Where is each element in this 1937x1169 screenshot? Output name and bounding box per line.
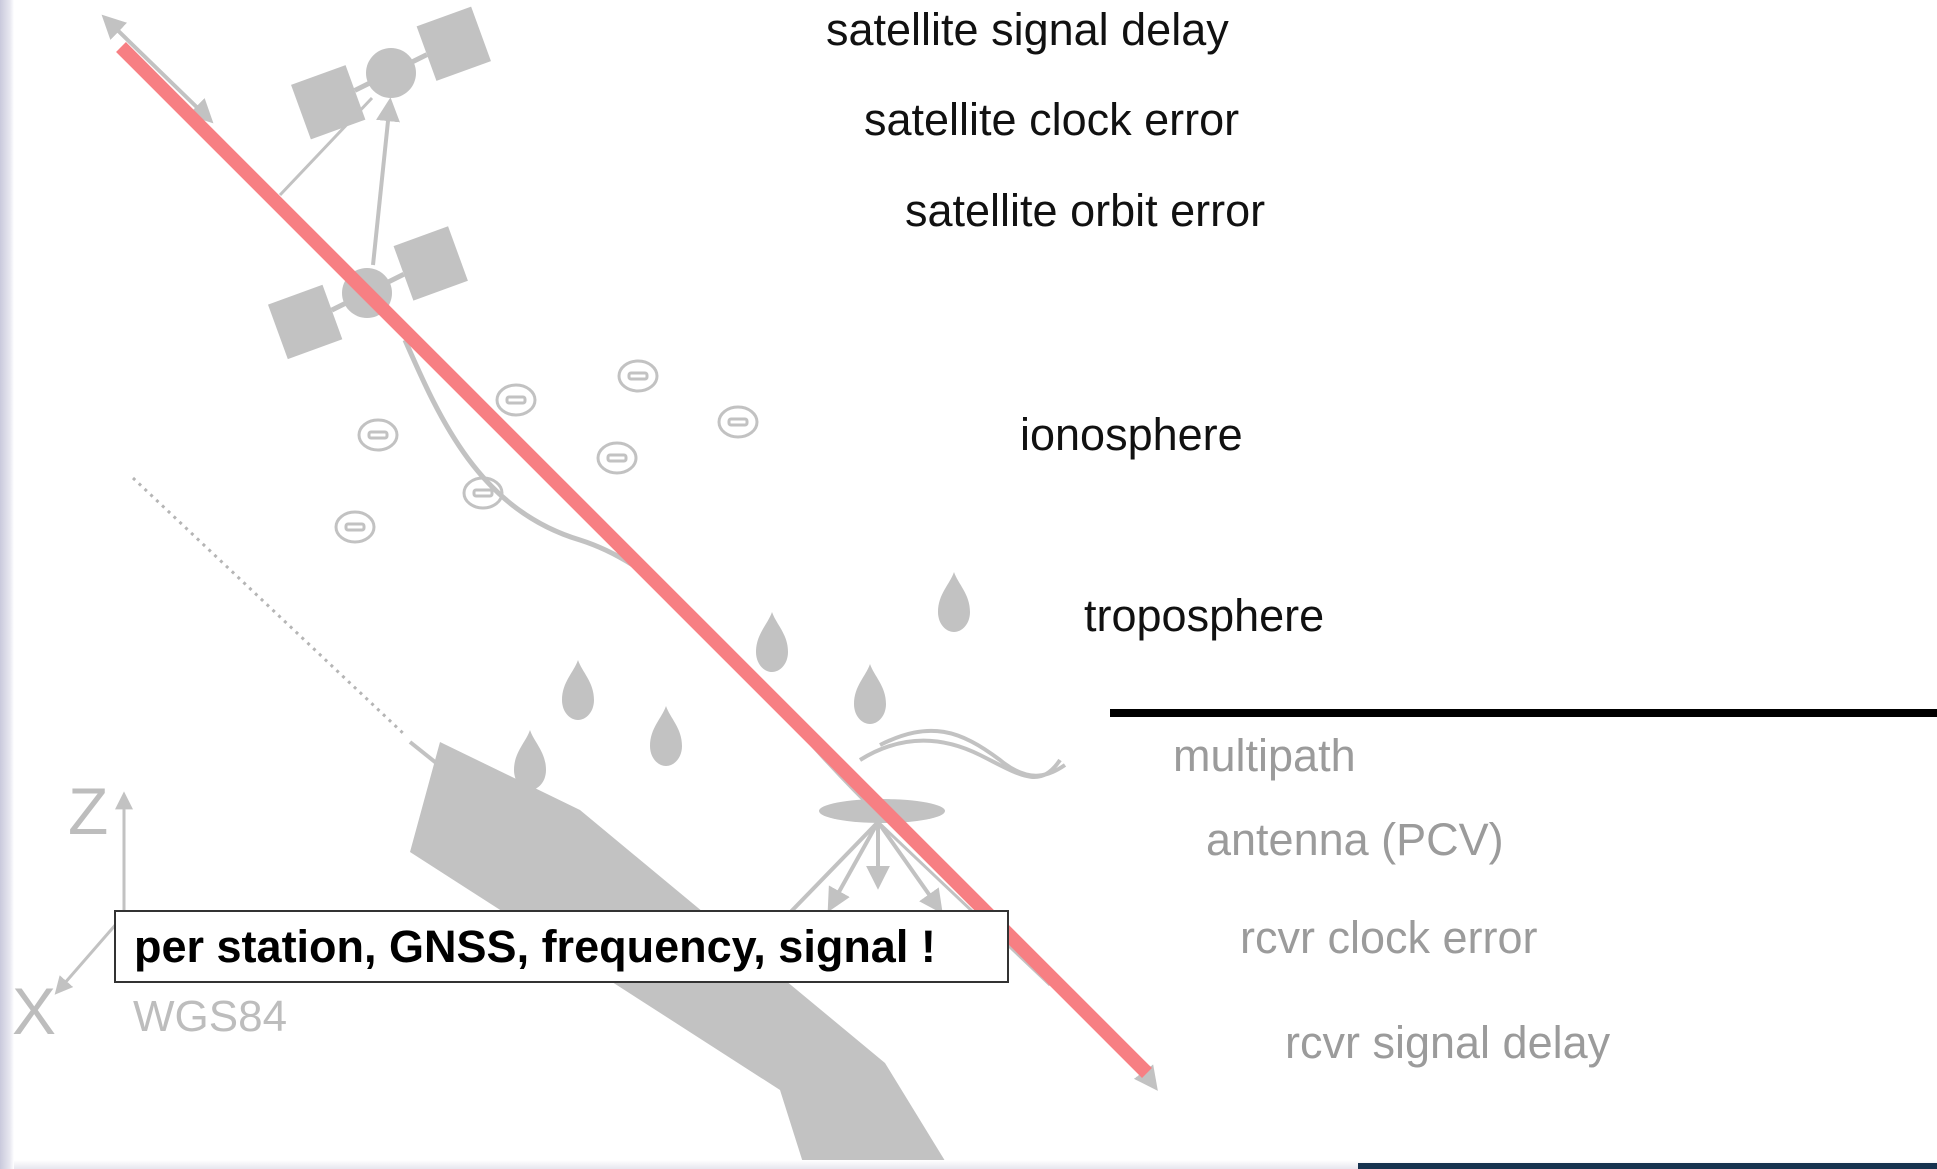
- axis-label-z: Z: [68, 774, 109, 848]
- signal-line: [116, 42, 1152, 1078]
- label-rcvr-clock-error: rcvr clock error: [1240, 912, 1538, 963]
- multipath-wave-icon: [858, 728, 1067, 779]
- label-ionosphere: ionosphere: [1020, 409, 1243, 460]
- water-droplet-icon: [514, 572, 970, 790]
- dotted-reference-line: [131, 476, 407, 737]
- label-rcvr-signal-delay: rcvr signal delay: [1285, 1017, 1611, 1068]
- bottom-accent-bar: [1358, 1163, 1937, 1169]
- label-antenna-pcv: antenna (PCV): [1206, 814, 1504, 865]
- satellite-icon: [291, 6, 491, 140]
- callout-box: per station, GNSS, frequency, signal !: [114, 910, 1009, 983]
- coordinate-axes: [54, 791, 133, 995]
- callout-text: per station, GNSS, frequency, signal !: [134, 920, 936, 972]
- signal-delay-arrow: [101, 14, 214, 124]
- frame-label-wgs84: WGS84: [133, 992, 288, 1041]
- label-satellite-signal-delay: satellite signal delay: [826, 4, 1229, 55]
- label-satellite-clock-error: satellite clock error: [864, 94, 1240, 145]
- label-troposphere: troposphere: [1084, 590, 1325, 641]
- satellite-icon: [267, 226, 468, 360]
- orbit-arrow: [371, 97, 400, 266]
- left-edge-decoration: [0, 0, 14, 1169]
- label-satellite-orbit-error: satellite orbit error: [905, 185, 1266, 236]
- antenna-icon: [776, 799, 1052, 987]
- electron-icon: [334, 359, 759, 544]
- axis-label-x: X: [12, 974, 57, 1048]
- orbit-line: [278, 96, 374, 197]
- bottom-edge-decoration: [14, 1160, 1937, 1169]
- label-multipath: multipath: [1173, 730, 1356, 781]
